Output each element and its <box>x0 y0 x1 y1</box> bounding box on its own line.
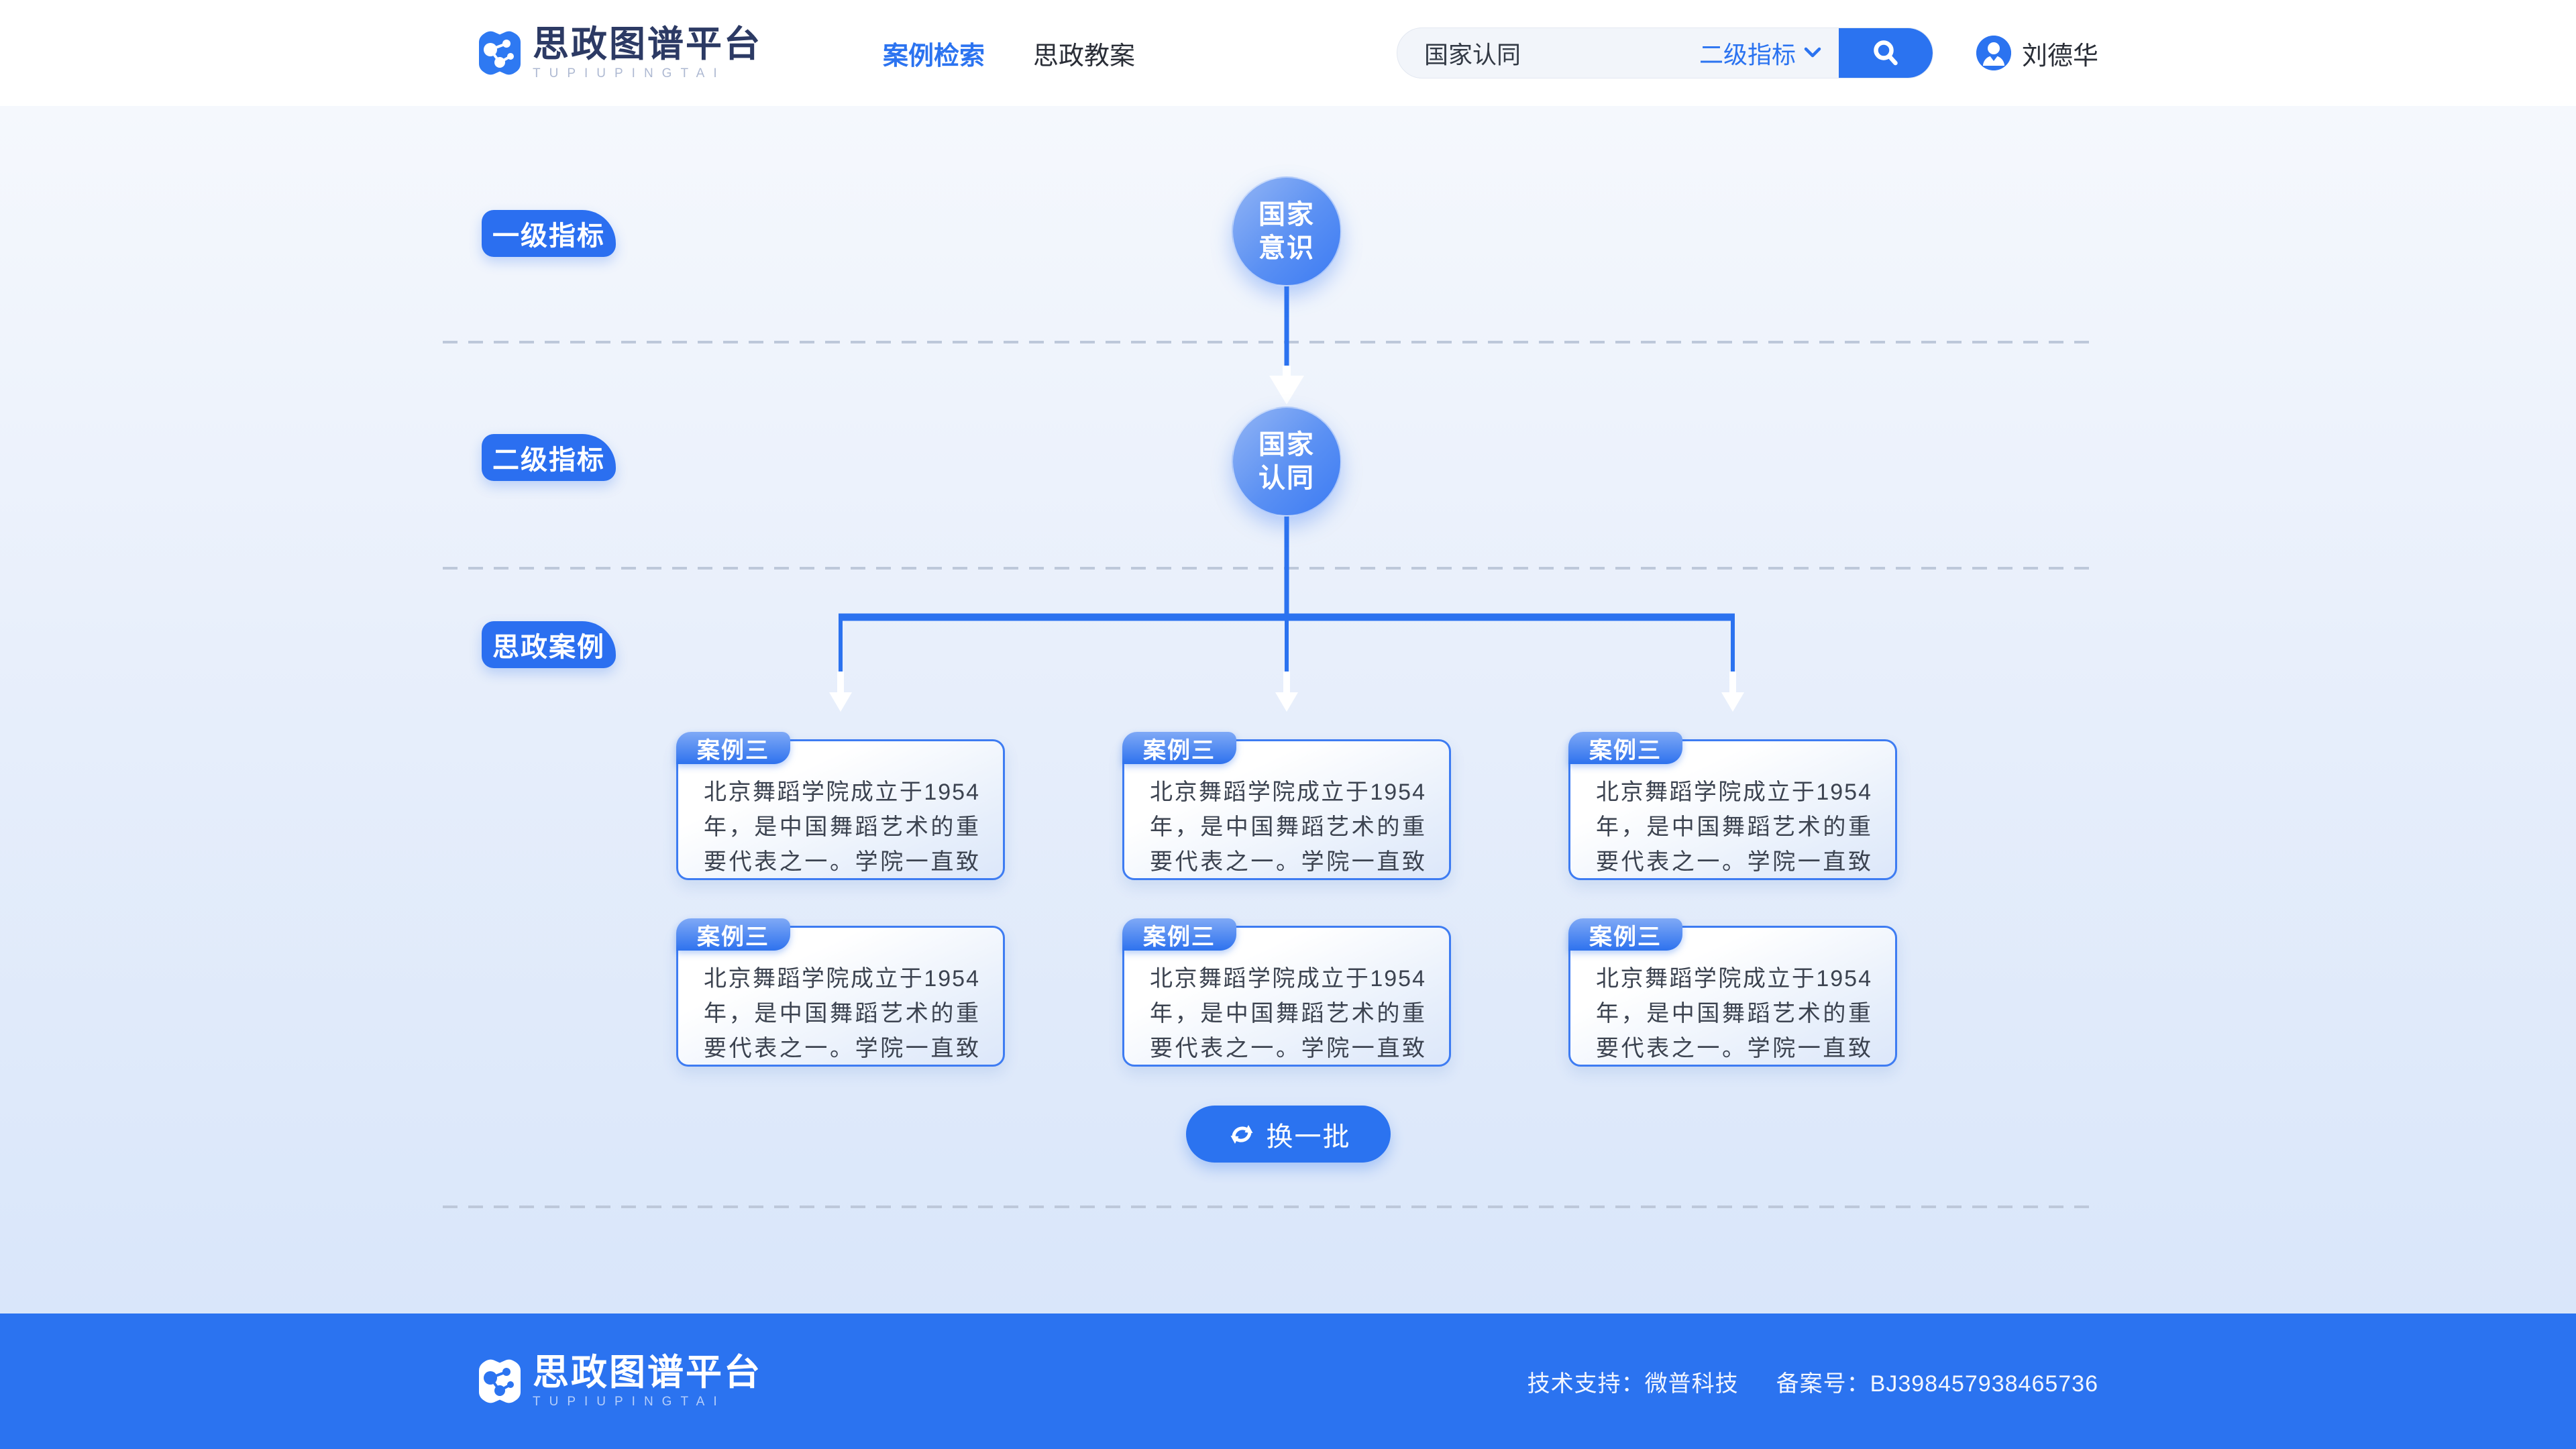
knowledge-graph-area: 一级指标 二级指标 思政案例 国家意识 国家认同 案例三 北京舞蹈学院成立于19… <box>0 106 2576 1313</box>
section-divider <box>443 567 2090 570</box>
user-name: 刘德华 <box>2021 42 2098 70</box>
footer-app-title: 思政图谱平台 <box>533 1352 762 1393</box>
case-card[interactable]: 案例三 北京舞蹈学院成立于1954年，是中国舞蹈艺术的重要代表之一。学院一直致力… <box>676 918 1005 1067</box>
tech-support-text: 技术支持：微普科技 <box>1527 1371 1739 1397</box>
footer-app-subtitle: TUPIUPINGTAI <box>533 1395 726 1409</box>
case-description: 北京舞蹈学院成立于1954年，是中国舞蹈艺术的重要代表之一。学院一直致力... <box>1150 780 1426 875</box>
row-label-cases: 思政案例 <box>482 621 616 668</box>
node-level2-indicator[interactable]: 国家认同 <box>1232 407 1342 517</box>
row-label-level1: 一级指标 <box>482 210 616 257</box>
down-arrow <box>829 672 852 712</box>
node-label: 国家认同 <box>1258 430 1315 493</box>
person-icon <box>1976 36 2011 70</box>
search-filter-label: 二级指标 <box>1699 41 1796 68</box>
case-badge: 案例三 <box>1122 732 1236 764</box>
app-logo[interactable]: 思政图谱平台 TUPIUPINGTAI <box>478 25 762 81</box>
app-subtitle: TUPIUPINGTAI <box>533 66 726 80</box>
case-description: 北京舞蹈学院成立于1954年，是中国舞蹈艺术的重要代表之一。学院一直致力... <box>1150 966 1426 1061</box>
record-number-text: 备案号：BJ398457938465736 <box>1776 1371 2098 1397</box>
case-badge: 案例三 <box>1122 918 1236 951</box>
section-divider <box>443 1205 2090 1208</box>
case-description: 北京舞蹈学院成立于1954年，是中国舞蹈艺术的重要代表之一。学院一直致力... <box>1596 966 1872 1061</box>
node-level1-indicator[interactable]: 国家意识 <box>1232 176 1342 286</box>
case-badge: 案例三 <box>676 732 790 764</box>
section-divider <box>443 341 2090 343</box>
refresh-icon <box>1230 1124 1252 1144</box>
logo-book-network-icon <box>479 1359 521 1403</box>
search-filter-dropdown[interactable]: 二级指标 <box>1693 36 1839 70</box>
logo-book-network-icon <box>479 31 521 75</box>
down-arrow <box>1269 366 1304 405</box>
main-nav: 案例检索 思政教案 <box>883 35 1135 72</box>
connector-lines <box>829 285 1744 712</box>
down-arrow <box>1721 672 1744 712</box>
footer: 思政图谱平台 TUPIUPINGTAI 技术支持：微普科技 备案号：BJ3984… <box>0 1313 2576 1449</box>
case-description: 北京舞蹈学院成立于1954年，是中国舞蹈艺术的重要代表之一。学院一直致力... <box>1596 780 1872 875</box>
case-description: 北京舞蹈学院成立于1954年，是中国舞蹈艺术的重要代表之一。学院一直致力... <box>704 966 980 1061</box>
case-description: 北京舞蹈学院成立于1954年，是中国舞蹈艺术的重要代表之一。学院一直致力... <box>704 780 980 875</box>
case-card[interactable]: 案例三 北京舞蹈学院成立于1954年，是中国舞蹈艺术的重要代表之一。学院一直致力… <box>1122 918 1451 1067</box>
down-arrow <box>1275 672 1298 712</box>
search-input[interactable] <box>1397 28 1693 78</box>
user-account[interactable]: 刘德华 <box>1976 35 2098 72</box>
node-label: 国家意识 <box>1258 200 1315 263</box>
case-badge: 案例三 <box>1568 732 1682 764</box>
nav-tab-lesson-plans[interactable]: 思政教案 <box>1033 42 1136 70</box>
case-badge: 案例三 <box>1568 918 1682 951</box>
refresh-label: 换一批 <box>1266 1122 1351 1152</box>
header: 思政图谱平台 TUPIUPINGTAI 案例检索 思政教案 二级指标 <box>0 0 2576 106</box>
app-title: 思政图谱平台 <box>533 24 762 64</box>
case-card[interactable]: 案例三 北京舞蹈学院成立于1954年，是中国舞蹈艺术的重要代表之一。学院一直致力… <box>1568 732 1897 880</box>
search-bar: 二级指标 <box>1396 28 1933 78</box>
refresh-batch-button[interactable]: 换一批 <box>1186 1106 1391 1163</box>
case-badge: 案例三 <box>676 918 790 951</box>
chevron-down-icon <box>1804 47 1821 58</box>
search-icon <box>1874 40 1898 66</box>
nav-tab-case-search[interactable]: 案例检索 <box>883 42 985 70</box>
case-card[interactable]: 案例三 北京舞蹈学院成立于1954年，是中国舞蹈艺术的重要代表之一。学院一直致力… <box>1568 918 1897 1067</box>
case-card[interactable]: 案例三 北京舞蹈学院成立于1954年，是中国舞蹈艺术的重要代表之一。学院一直致力… <box>676 732 1005 880</box>
row-label-level2: 二级指标 <box>482 434 616 481</box>
case-card[interactable]: 案例三 北京舞蹈学院成立于1954年，是中国舞蹈艺术的重要代表之一。学院一直致力… <box>1122 732 1451 880</box>
footer-logo: 思政图谱平台 TUPIUPINGTAI <box>478 1353 762 1409</box>
user-avatar <box>1976 36 2011 70</box>
search-button[interactable] <box>1838 28 1933 78</box>
